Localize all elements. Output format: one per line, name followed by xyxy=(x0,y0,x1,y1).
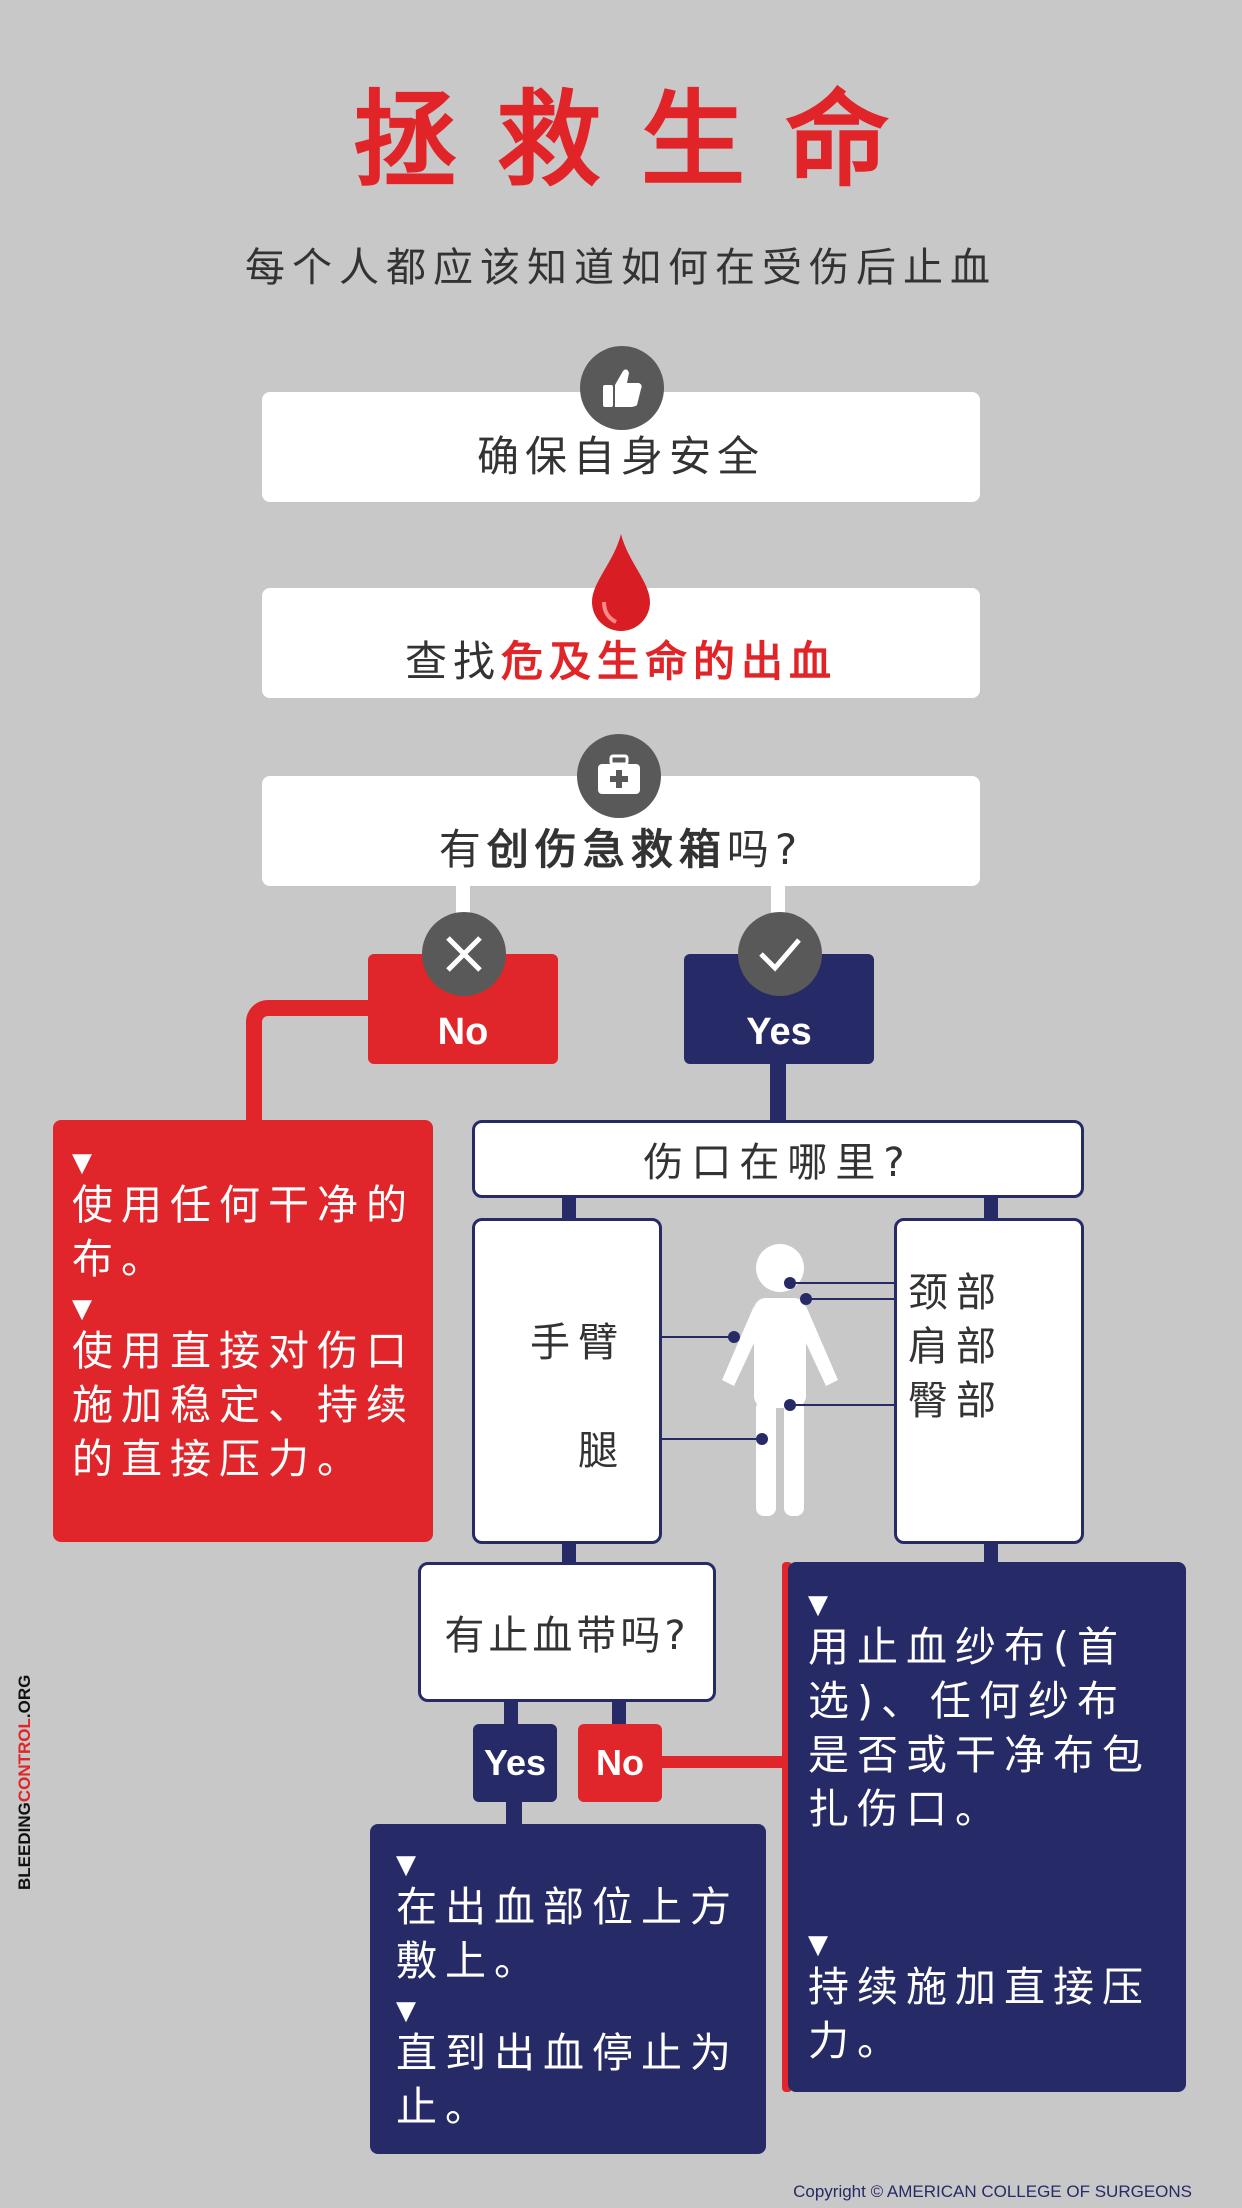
triangle-icon: ▼ xyxy=(72,1148,92,1178)
tourniquet-yes-instruction-1: 在出血部位上方敷上。 xyxy=(396,1883,739,1985)
tourniquet-no-label: No xyxy=(596,1742,644,1783)
tourniquet-yes-label: Yes xyxy=(483,1742,547,1783)
thumbs-up-icon xyxy=(580,346,664,430)
pointer-shoulder xyxy=(806,1298,894,1300)
step-kit-suffix: 吗? xyxy=(726,824,804,874)
tourniquet-yes-text-2: ▼ 直到出血停止为止。 xyxy=(396,1996,756,2134)
human-figure-icon xyxy=(700,1240,860,1520)
step-bleeding-box: 查找危及生命的出血 xyxy=(262,588,980,698)
pointer-neck-dot xyxy=(784,1277,796,1289)
leg-label: 腿 xyxy=(578,1428,626,1474)
pointer-neck xyxy=(790,1282,894,1284)
step-safety-text: 确保自身安全 xyxy=(476,431,765,481)
first-aid-kit-icon xyxy=(577,734,661,818)
wound-question-box: 伤口在哪里? xyxy=(472,1120,1084,1198)
connector-limb-down xyxy=(562,1544,576,1566)
copyright-text: Copyright © AMERICAN COLLEGE OF SURGEONS xyxy=(793,2182,1192,2201)
step-bleeding-prefix: 查找 xyxy=(404,636,501,686)
tourniquet-yes-panel xyxy=(370,1824,766,2154)
tourniquet-no-tag: No xyxy=(578,1724,662,1802)
page-title: 拯救生命 xyxy=(352,78,929,201)
connector-junction-down xyxy=(984,1544,998,1566)
packing-text-1: ▼ 用止血纱布(首选)、任何纱布是否或干净布包扎伤口。 xyxy=(808,1590,1174,1836)
step-kit-bold: 创伤急救箱 xyxy=(486,824,727,874)
svg-text:BLEEDINGCONTROL.ORG: BLEEDINGCONTROL.ORG xyxy=(15,1675,34,1890)
pointer-leg-dot xyxy=(756,1433,768,1445)
no-kit-text-2: ▼ 使用直接对伤口施加稳定、持续的直接压力。 xyxy=(72,1294,422,1486)
triangle-icon: ▼ xyxy=(808,1590,828,1620)
no-kit-text-1: ▼ 使用任何干净的布。 xyxy=(72,1148,422,1286)
groin-label: 臀部 xyxy=(908,1378,1004,1424)
triangle-icon: ▼ xyxy=(396,1996,416,2026)
connector-tq-no xyxy=(612,1702,626,1726)
connector-tq-yes xyxy=(504,1702,518,1726)
pointer-groin xyxy=(790,1404,894,1406)
tourniquet-question-box: 有止血带吗? xyxy=(418,1562,716,1702)
pointer-leg xyxy=(662,1438,762,1440)
tourniquet-yes-text-1: ▼ 在出血部位上方敷上。 xyxy=(396,1850,756,1988)
packing-panel xyxy=(788,1562,1186,2092)
triangle-icon: ▼ xyxy=(72,1294,92,1324)
triangle-icon: ▼ xyxy=(808,1930,828,1960)
triangle-icon: ▼ xyxy=(396,1850,416,1880)
wound-question-text: 伤口在哪里? xyxy=(643,1140,913,1186)
pointer-arm-dot xyxy=(728,1331,740,1343)
pointer-shoulder-dot xyxy=(800,1293,812,1305)
website-part-1: BLEEDING xyxy=(15,1802,34,1890)
website-part-3: .ORG xyxy=(15,1675,34,1718)
arm-label: 手臂 xyxy=(530,1320,626,1366)
connector-question-left xyxy=(562,1198,576,1220)
junctional-box xyxy=(894,1218,1084,1544)
shoulder-label: 肩部 xyxy=(908,1324,1004,1370)
connector-tq-no-right xyxy=(662,1756,788,1768)
connector-tq-yes-panel xyxy=(506,1802,522,1826)
no-kit-instruction-1: 使用任何干净的布。 xyxy=(72,1181,415,1283)
pointer-groin-dot xyxy=(784,1399,796,1411)
pointer-arm xyxy=(662,1336,734,1338)
step-bleeding-highlight: 危及生命的出血 xyxy=(501,636,838,686)
no-kit-panel xyxy=(53,1120,433,1542)
no-kit-instruction-2: 使用直接对伤口施加稳定、持续的直接压力。 xyxy=(72,1327,415,1483)
tourniquet-question-text: 有止血带吗? xyxy=(444,1613,690,1659)
connector-yes-question xyxy=(770,1064,786,1122)
packing-instruction-2: 持续施加直接压力。 xyxy=(808,1963,1151,2065)
connector-question-right xyxy=(984,1198,998,1220)
connector-no-panel xyxy=(246,1000,370,1122)
yes-tag-label: Yes xyxy=(746,1011,812,1053)
check-icon xyxy=(738,912,822,996)
tourniquet-yes-tag: Yes xyxy=(473,1724,557,1802)
limb-box xyxy=(472,1218,662,1544)
neck-label: 颈部 xyxy=(908,1270,1004,1316)
website-part-2: CONTROL xyxy=(15,1718,34,1802)
connector-red-stripe xyxy=(782,1562,792,2092)
tourniquet-yes-instruction-2: 直到出血停止为止。 xyxy=(396,2029,739,2131)
step-kit-prefix: 有 xyxy=(438,824,487,874)
no-tag-label: No xyxy=(437,1011,489,1053)
website-vertical-text: BLEEDINGCONTROL.ORG xyxy=(2,1640,42,1890)
packing-text-2: ▼ 持续施加直接压力。 xyxy=(808,1930,1174,2068)
packing-instruction-1: 用止血纱布(首选)、任何纱布是否或干净布包扎伤口。 xyxy=(808,1623,1151,1833)
page-subtitle: 每个人都应该知道如何在受伤后止血 xyxy=(245,245,997,291)
blood-drop-icon xyxy=(588,532,654,632)
close-icon xyxy=(422,912,506,996)
